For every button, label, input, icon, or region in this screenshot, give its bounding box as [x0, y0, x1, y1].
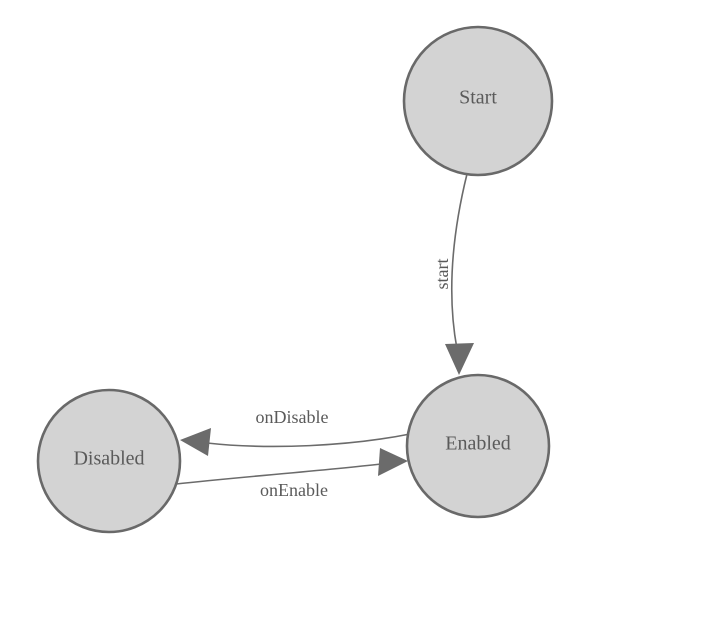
node-enabled[interactable]: Enabled [405, 373, 551, 519]
edge-disabled-to-enabled-path [175, 463, 382, 485]
edge-enabled-to-disabled: onDisable [180, 407, 411, 456]
edge-label-start: start [432, 259, 452, 290]
node-enabled-label: Enabled [445, 433, 511, 455]
edge-start-to-enabled-arrowhead [445, 343, 474, 375]
edge-label-onEnable: onEnable [260, 480, 328, 500]
node-start-label: Start [459, 87, 497, 109]
node-disabled-label: Disabled [73, 448, 144, 470]
edge-enabled-to-disabled-path [206, 433, 411, 448]
edge-disabled-to-enabled-arrowhead [378, 448, 408, 476]
node-disabled[interactable]: Disabled [36, 388, 182, 534]
node-enabled-circle[interactable] [405, 373, 551, 519]
node-disabled-circle[interactable] [36, 388, 182, 534]
edge-start-to-enabled-path [450, 173, 468, 350]
edge-label-onDisable: onDisable [256, 407, 329, 427]
edge-disabled-to-enabled: onEnable [175, 448, 408, 500]
node-start-circle[interactable] [402, 25, 554, 177]
node-start[interactable]: Start [402, 25, 554, 177]
edge-enabled-to-disabled-arrowhead [180, 428, 211, 456]
edge-start-to-enabled: start [432, 173, 474, 375]
